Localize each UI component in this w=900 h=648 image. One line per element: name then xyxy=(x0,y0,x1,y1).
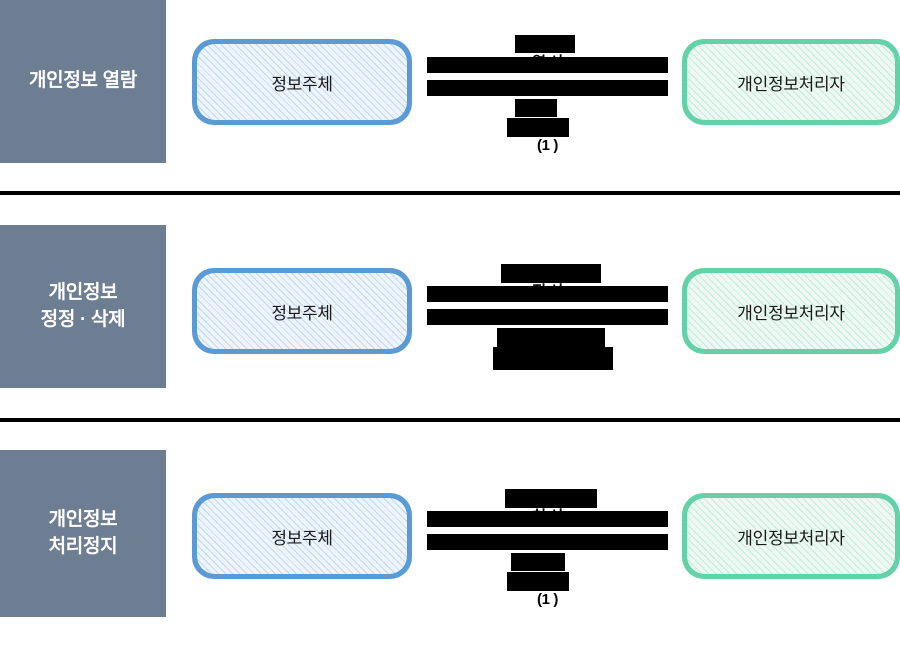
flow-bottom-label-row-3: 결 서 (1 ) xyxy=(427,552,668,648)
actor-box-hatch-fill xyxy=(687,273,895,349)
diagram-row-personal-info-correction-deletion: 개인정보 정정 · 삭제 정보주체 정 서 정 서 개인정보처리 xyxy=(0,225,900,420)
redaction-block-row-1-bottom-b xyxy=(507,118,569,137)
arrow-forward-row-2 xyxy=(427,286,668,302)
arrow-forward-row-1 xyxy=(427,57,668,73)
actor-box-hatch-fill xyxy=(197,44,407,120)
flow-top-label-text-row-3: 처 서 xyxy=(532,508,563,526)
category-label-row-1: 개인정보 열람 xyxy=(28,70,138,92)
actor-label-data-subject-row-1: 정보주체 xyxy=(271,74,333,94)
actor-box-controller-row-2: 개인정보처리자 xyxy=(682,268,900,354)
flow-top-label-row-1: 열 서 xyxy=(427,34,668,71)
redaction-block-row-1-top xyxy=(515,35,575,53)
flow-bottom-label-row-1: 열 서 (1 ) xyxy=(427,98,668,194)
diagram-row-personal-info-processing-suspension: 개인정보 처리정지 정보주체 처 서 결 서 (1 ) 개인정보처 xyxy=(0,450,900,617)
category-label-row-2: 개인정보 정정 · 삭제 xyxy=(40,282,126,330)
actor-label-data-subject-row-2: 정보주체 xyxy=(271,303,333,323)
category-panel-row-1: 개인정보 열람 xyxy=(0,0,166,163)
actor-box-controller-row-3: 개인정보처리자 xyxy=(682,493,900,579)
arrow-reverse-row-3 xyxy=(427,534,668,550)
redaction-block-row-2-bottom-a xyxy=(497,328,605,347)
flow-top-label-text-row-1: 열 서 xyxy=(532,54,563,72)
diagram-canvas: 개인정보 열람 정보주체 열 서 열 서 (1 ) 개인정보처리자 xyxy=(0,0,900,617)
flow-group-row-3: 처 서 결 서 (1 ) xyxy=(427,488,668,648)
category-panel-row-2: 개인정보 정정 · 삭제 xyxy=(0,225,166,388)
flow-group-row-2: 정 서 정 서 xyxy=(427,263,668,423)
actor-box-hatch-fill xyxy=(687,44,895,120)
category-label-row-3: 개인정보 처리정지 xyxy=(48,509,118,557)
redaction-block-row-3-bottom-b xyxy=(507,572,569,591)
redaction-block-row-3-top xyxy=(505,489,597,508)
actor-box-data-subject-row-2: 정보주체 xyxy=(192,268,412,354)
redaction-block-row-2-bottom-b xyxy=(493,347,613,370)
diagram-row-personal-info-access: 개인정보 열람 정보주체 열 서 열 서 (1 ) 개인정보처리자 xyxy=(0,0,900,193)
flow-group-row-1: 열 서 열 서 (1 ) xyxy=(427,34,668,194)
flow-top-label-row-2: 정 서 xyxy=(427,263,668,300)
category-panel-row-3: 개인정보 처리정지 xyxy=(0,450,166,617)
actor-label-controller-row-3: 개인정보처리자 xyxy=(737,528,845,548)
arrow-forward-row-3 xyxy=(427,511,668,527)
actor-box-data-subject-row-1: 정보주체 xyxy=(192,39,412,125)
actor-label-controller-row-2: 개인정보처리자 xyxy=(737,303,845,323)
actor-box-hatch-fill xyxy=(197,498,407,574)
flow-top-label-row-3: 처 서 xyxy=(427,488,668,525)
flow-bottom-label-row-2: 정 서 xyxy=(427,327,668,423)
arrow-reverse-row-1 xyxy=(427,80,668,96)
redaction-block-row-2-top xyxy=(501,264,601,283)
redaction-block-row-1-bottom-a xyxy=(515,99,557,117)
actor-box-hatch-fill xyxy=(197,273,407,349)
actor-label-data-subject-row-3: 정보주체 xyxy=(271,528,333,548)
actor-box-data-subject-row-3: 정보주체 xyxy=(192,493,412,579)
actor-box-controller-row-1: 개인정보처리자 xyxy=(682,39,900,125)
arrow-reverse-row-2 xyxy=(427,309,668,325)
actor-label-controller-row-1: 개인정보처리자 xyxy=(737,74,845,94)
flow-top-label-text-row-2: 정 서 xyxy=(532,283,563,301)
redaction-block-row-3-bottom-a xyxy=(511,553,565,571)
section-divider-2 xyxy=(0,418,900,422)
section-divider-1 xyxy=(0,191,900,195)
actor-box-hatch-fill xyxy=(687,498,895,574)
